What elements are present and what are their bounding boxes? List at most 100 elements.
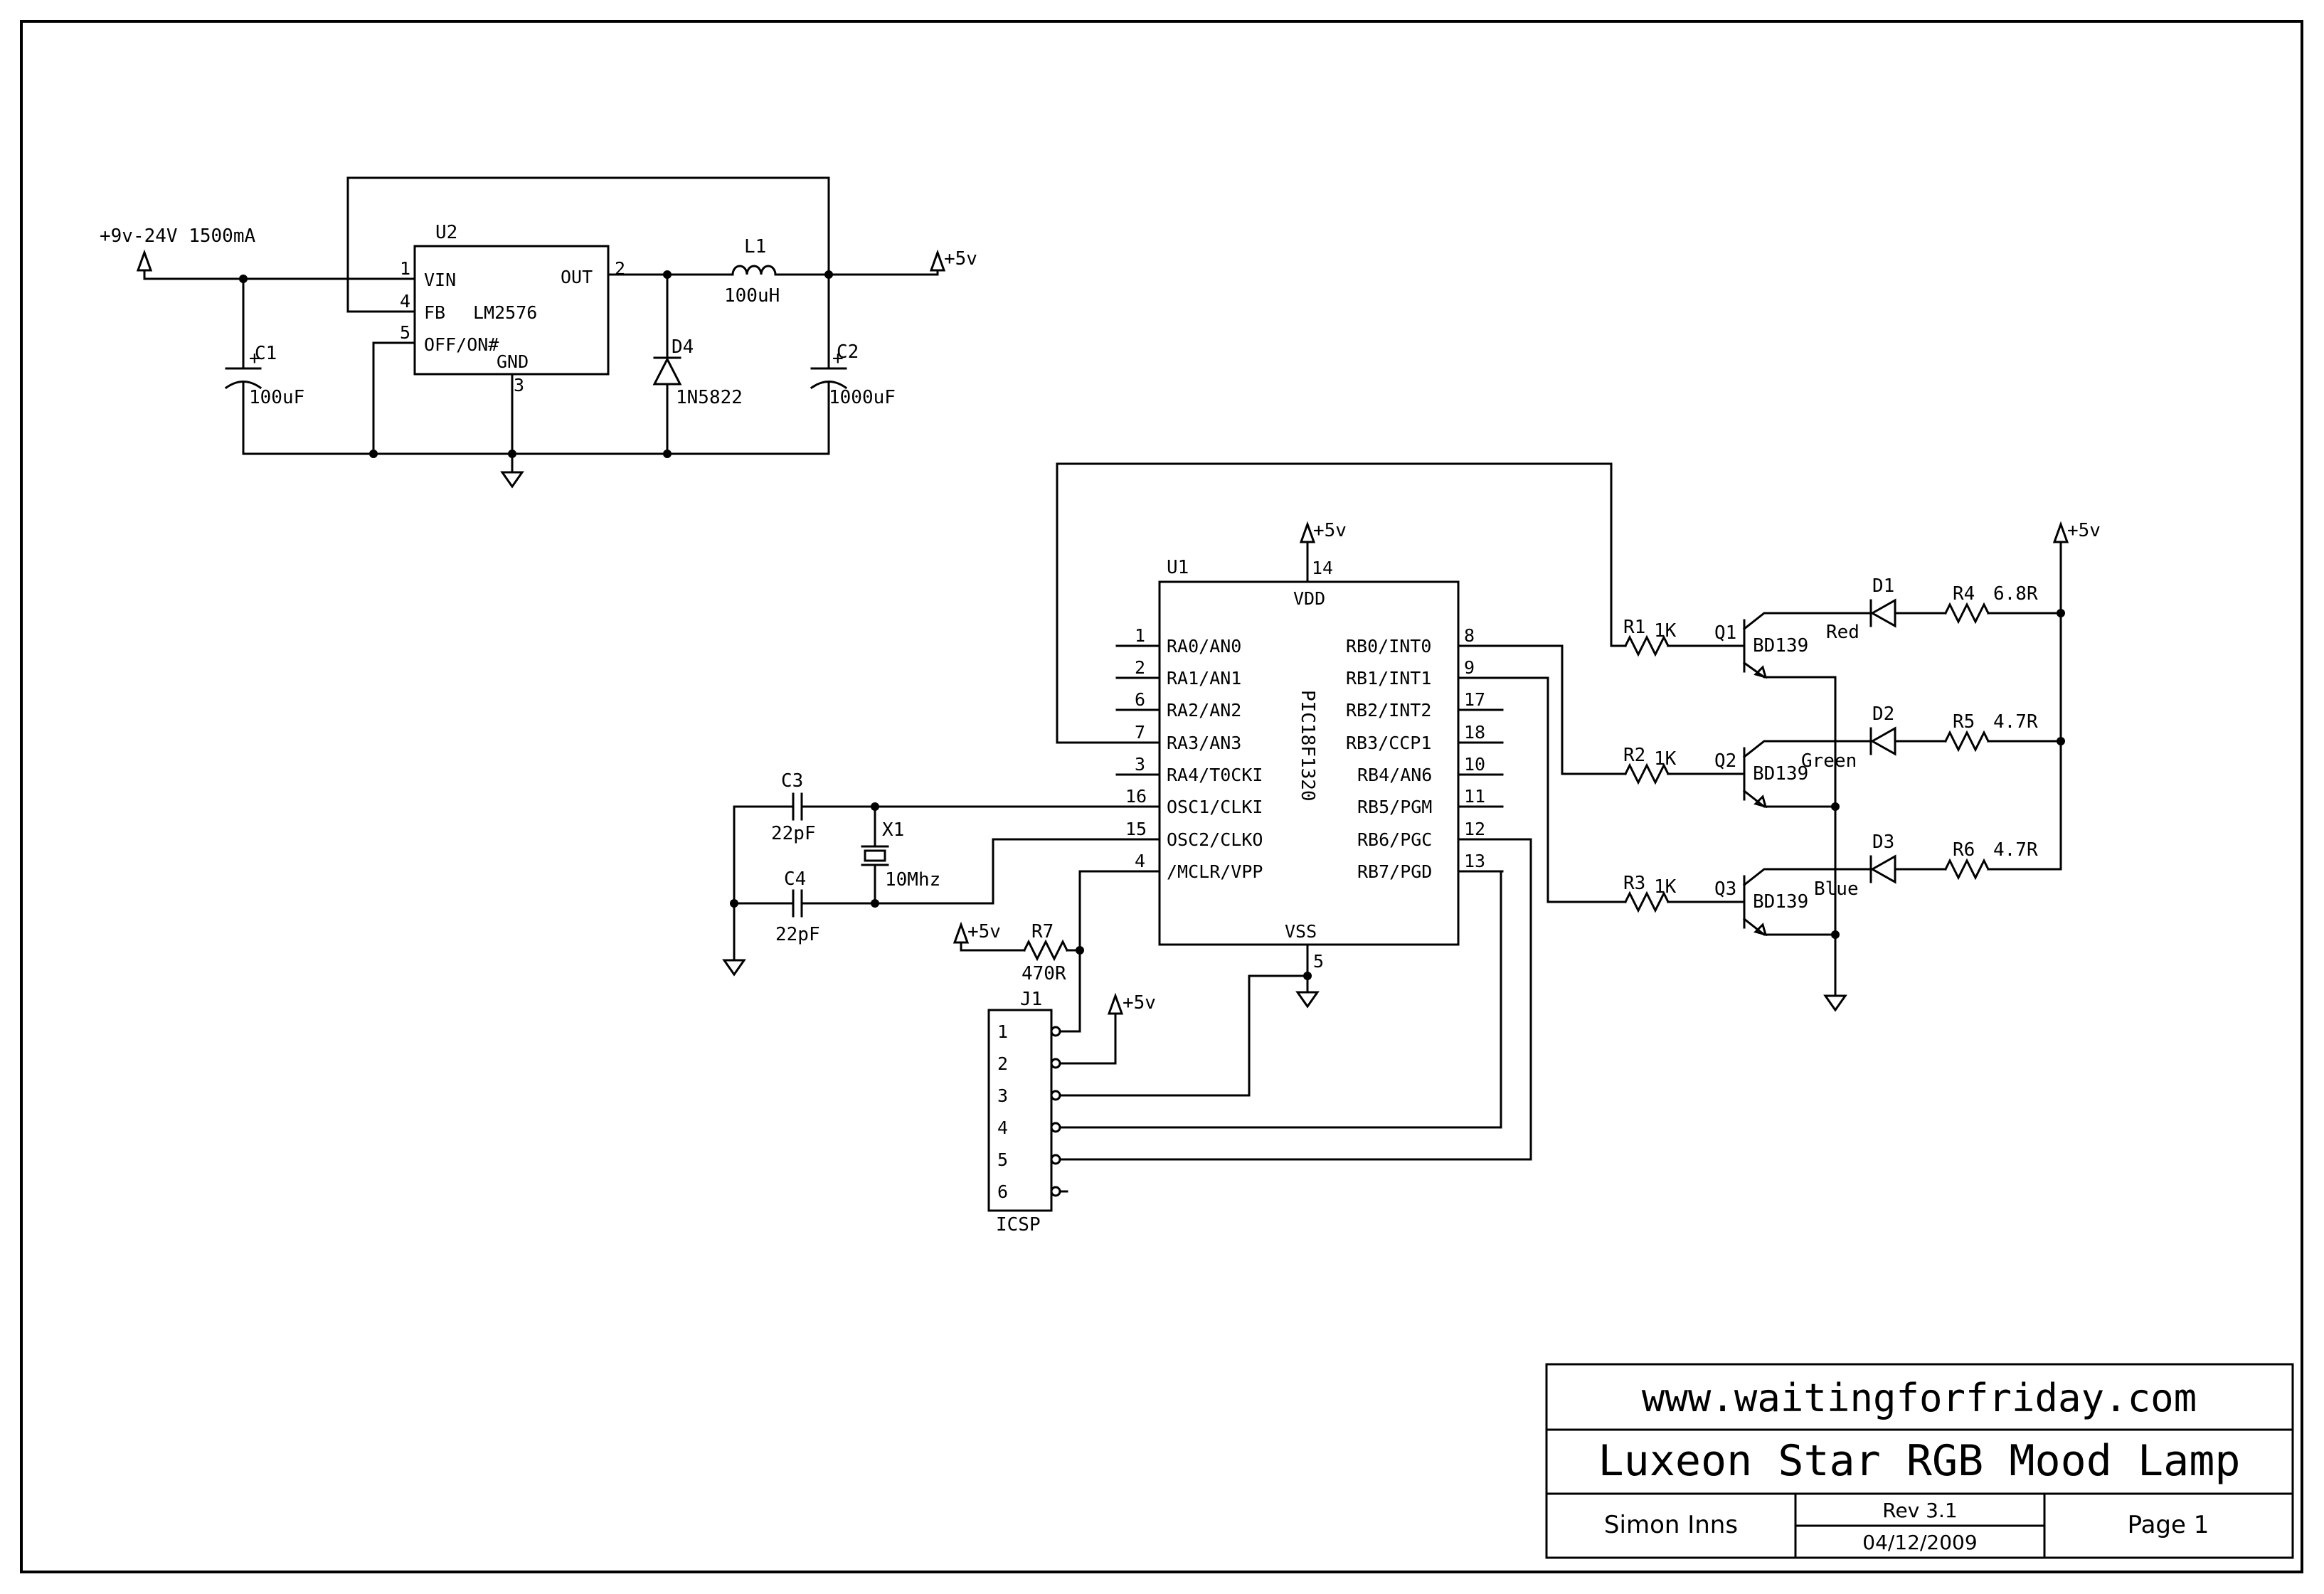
u1-lname-3: RA3/AN3 [1167, 733, 1241, 753]
junction-emit-blue [1831, 930, 1840, 939]
vcc-label-a: +5v [944, 248, 977, 270]
ground-leds [1823, 994, 1847, 1012]
r5-zigzag [1943, 730, 1990, 753]
power-flag-5v-j1 [1107, 992, 1124, 1015]
c1-ref: C1 [255, 343, 277, 364]
u1-lnum-5: 16 [1125, 786, 1147, 807]
u2-ref: U2 [435, 222, 457, 243]
u1-rname-6: RB6/PGC [1357, 829, 1432, 850]
u1-left-pins: 1 2 6 7 3 16 15 4 RA0/AN0 RA1/AN1 RA2/AN… [1115, 625, 1263, 882]
u1-lname-1: RA1/AN1 [1167, 668, 1241, 689]
power-flag-5v-u1 [1299, 521, 1316, 543]
j1-num-6: 6 [997, 1181, 1008, 1202]
u1-vdd-num: 14 [1312, 558, 1333, 578]
u1-body [1158, 580, 1460, 946]
d4-triangle [652, 356, 682, 386]
j1-pin-6 [1050, 1186, 1061, 1197]
u1-rnum-7: 13 [1464, 851, 1485, 871]
title-url: www.waitingforfriday.com [1642, 1376, 2197, 1420]
wire-j1-2 [1058, 1012, 1117, 1065]
u2-out: OUT [561, 267, 593, 287]
wire-vin [143, 269, 400, 280]
u2-num2: 2 [615, 258, 625, 279]
r4-value: 6.8R [1993, 583, 2038, 605]
title-block-frame [1545, 1363, 2294, 1559]
power-flag-5v-leds [2052, 521, 2069, 543]
r5-value: 4.7R [1993, 711, 2038, 733]
u2-num5: 5 [400, 322, 410, 343]
title-author: Simon Inns [1604, 1511, 1738, 1539]
j1-pin-5 [1050, 1154, 1061, 1165]
vcc-label-u1: +5v [1313, 520, 1347, 541]
r5-ref: R5 [1953, 711, 1975, 733]
j1-pin-4 [1050, 1122, 1061, 1133]
u1-rname-3: RB3/CCP1 [1346, 733, 1431, 753]
c3-value: 22pF [771, 823, 816, 844]
junction-gnd-b [508, 450, 516, 458]
d2-color: Green [1801, 750, 1857, 772]
title-date: 04/12/2009 [1862, 1531, 1977, 1554]
u2-vin: VIN [424, 270, 456, 290]
junction-c1 [239, 275, 248, 283]
u1-lname-5: OSC1/CLKI [1167, 797, 1263, 817]
u1-rnum-2: 17 [1464, 689, 1485, 710]
u1-lnum-3: 7 [1135, 722, 1145, 743]
driver-green: R2 1K Q2 BD139 D2 Green R5 4.7R [1623, 703, 2062, 809]
j1-num-5: 5 [997, 1149, 1008, 1170]
c1-plus: + [249, 348, 260, 369]
r3-ref: R3 [1623, 873, 1645, 894]
d2-ref: D2 [1872, 703, 1894, 725]
u2-gnd: GND [497, 351, 529, 372]
u1-rnum-1: 9 [1464, 657, 1475, 678]
j1-num-2: 2 [997, 1053, 1008, 1074]
junction-x1-bottom [871, 899, 879, 908]
u1-vss: VSS [1285, 921, 1317, 942]
u1-rname-2: RB2/INT2 [1346, 700, 1431, 721]
c2-value: 1000uF [829, 387, 896, 408]
c1-value: 100uF [249, 387, 304, 408]
vcc-label-j1: +5v [1123, 992, 1156, 1014]
u1-lnum-2: 6 [1135, 689, 1145, 710]
u1-rname-7: RB7/PGD [1357, 861, 1432, 882]
u1-vss-num: 5 [1313, 951, 1324, 972]
x1-value: 10Mhz [885, 869, 940, 891]
l1-coil [731, 265, 777, 276]
u1-rnum-3: 18 [1464, 722, 1485, 743]
vcc-label-r7: +5v [967, 921, 1001, 942]
wire-j1-3 [1058, 974, 1309, 1097]
title-page: Page 1 [2128, 1511, 2209, 1539]
r3-zigzag [1623, 891, 1670, 913]
power-flag-input [136, 249, 153, 272]
wire-feedback [346, 176, 830, 313]
u1-lname-2: RA2/AN2 [1167, 700, 1241, 721]
q1-ref: Q1 [1714, 622, 1736, 644]
c4-ref: C4 [784, 868, 806, 890]
title-rev: Rev 3.1 [1882, 1499, 1957, 1522]
c3-ref: C3 [781, 770, 803, 792]
r4-ref: R4 [1953, 583, 1975, 605]
ground-osc [722, 959, 746, 977]
u1-rnum-4: 10 [1464, 754, 1485, 775]
r1-value: 1K [1654, 620, 1677, 642]
q3-value: BD139 [1753, 891, 1808, 913]
u2-num3: 3 [514, 375, 524, 395]
title-block: www.waitingforfriday.com Luxeon Star RGB… [1545, 1363, 2294, 1559]
sheet-border [20, 20, 2303, 1573]
j1-pin-2 [1050, 1058, 1061, 1069]
ground-u1 [1295, 991, 1320, 1009]
x1-ref: X1 [882, 819, 904, 841]
r6-value: 4.7R [1993, 839, 2038, 861]
l1-ref: L1 [744, 236, 766, 257]
r2-value: 1K [1654, 748, 1677, 770]
u1-ref: U1 [1167, 557, 1189, 578]
wire-mclr [1078, 870, 1118, 952]
j1-num-3: 3 [997, 1085, 1008, 1106]
wire-j1-5 [1058, 838, 1532, 1161]
wire-c3-left [733, 805, 795, 962]
d1-ref: D1 [1872, 575, 1894, 597]
title-main: Luxeon Star RGB Mood Lamp [1598, 1436, 2240, 1486]
r6-ref: R6 [1953, 839, 1975, 861]
u1-rname-1: RB1/INT1 [1346, 668, 1431, 689]
r7-zigzag [1022, 939, 1069, 962]
